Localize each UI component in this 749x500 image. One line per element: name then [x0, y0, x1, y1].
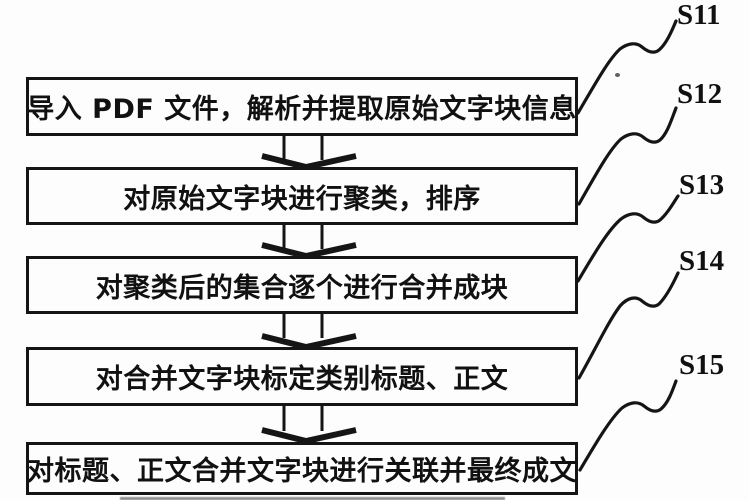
- flow-box-s11-label: 导入 PDF 文件，解析并提取原始文字块信息: [27, 94, 577, 125]
- leader-line-s14: [577, 271, 680, 380]
- flow-box-s13-label: 对聚类后的集合逐个进行合并成块: [95, 272, 509, 304]
- leader-line-s12: [577, 106, 678, 206]
- step-label-s15: S15: [679, 349, 725, 381]
- step-label-s12: S12: [677, 78, 723, 110]
- step-label-s14: S14: [679, 245, 725, 277]
- down-arrow-icon: [261, 406, 357, 445]
- down-arrow-icon: [261, 314, 357, 351]
- flow-box-s12: 对原始文字块进行聚类，排序: [26, 167, 578, 225]
- scan-artifact-speck: [615, 73, 620, 77]
- flow-box-s15-label: 对标题、正文合并文字块进行关联并最终成文: [27, 456, 577, 487]
- down-arrow-icon: [261, 135, 357, 171]
- down-arrow-icon: [261, 225, 357, 260]
- scan-artifact-smear: [120, 497, 505, 500]
- flow-box-s14: 对合并文字块标定类别标题、正文: [26, 347, 578, 406]
- flow-box-s14-label: 对合并文字块标定类别标题、正文: [95, 364, 509, 395]
- step-label-s11: S11: [677, 0, 721, 31]
- flow-box-s12-label: 对原始文字块进行聚类，排序: [123, 183, 481, 215]
- flow-box-s15: 对标题、正文合并文字块进行关联并最终成文: [26, 442, 578, 495]
- flow-box-s11: 导入 PDF 文件，解析并提取原始文字块信息: [26, 77, 578, 136]
- leader-line-s15: [578, 379, 678, 472]
- leader-line-s11: [576, 19, 678, 115]
- leader-line-s13: [576, 194, 680, 283]
- step-label-s13: S13: [679, 169, 725, 201]
- flow-box-s13: 对聚类后的集合逐个进行合并成块: [26, 256, 578, 314]
